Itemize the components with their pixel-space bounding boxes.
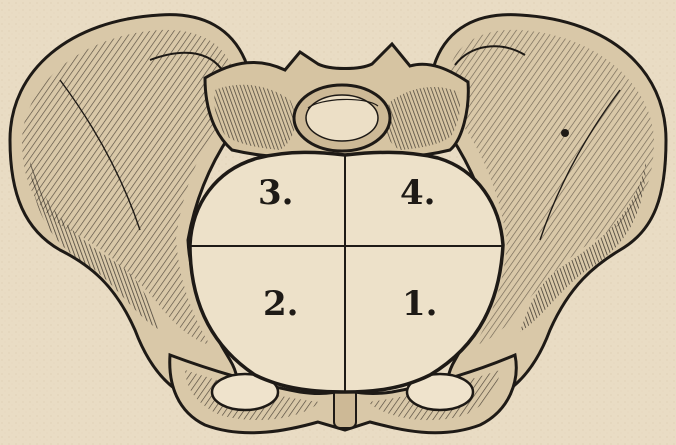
quadrant-label-4: 4. — [400, 176, 436, 210]
quadrant-label-1: 1. — [402, 287, 438, 321]
pelvic-inlet — [190, 152, 503, 392]
quadrant-label-2: 2. — [263, 287, 299, 321]
pubic-symphysis — [334, 388, 356, 428]
quadrant-label-3: 3. — [258, 176, 294, 210]
